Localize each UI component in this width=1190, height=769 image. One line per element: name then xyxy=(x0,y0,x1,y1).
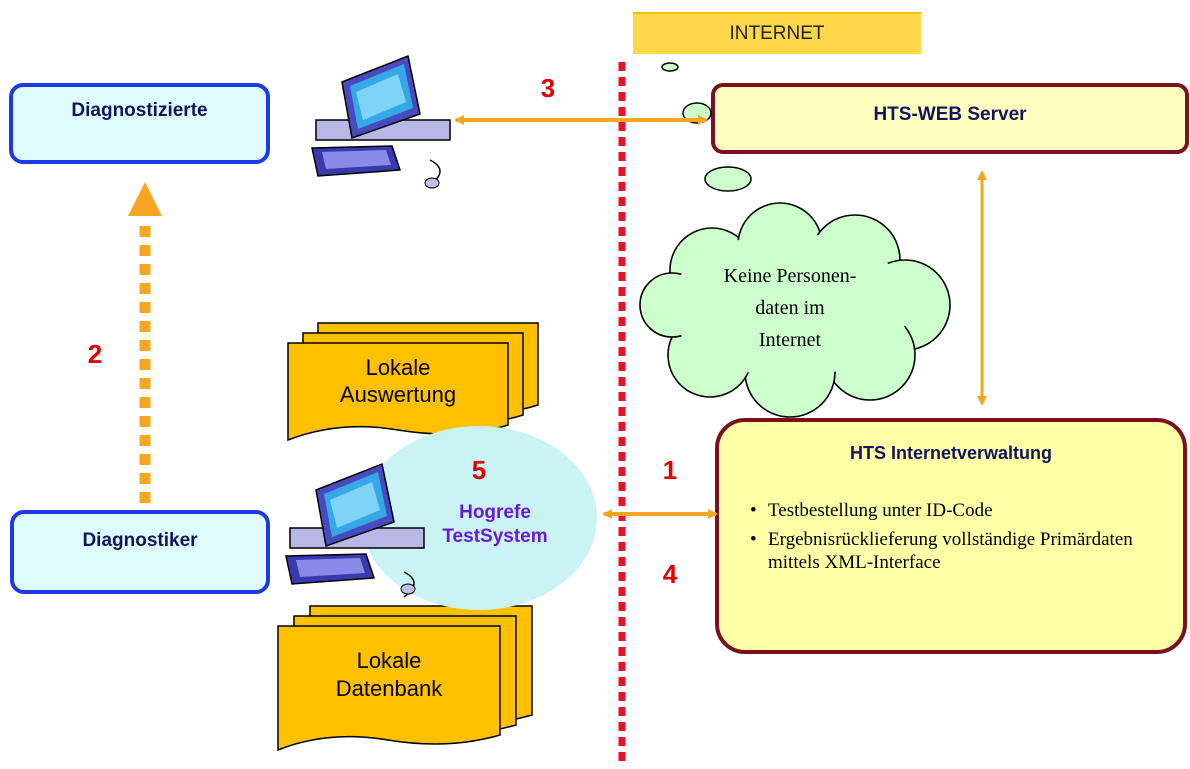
diagnostiker-box xyxy=(10,510,270,594)
thought-bubble-large xyxy=(704,166,752,192)
verwaltung-bullet-item: Testbestellung unter ID-Code xyxy=(740,499,1180,522)
web-server-box xyxy=(711,83,1189,154)
lokale-auswertung-stack xyxy=(287,322,539,442)
hogrefe-ellipse xyxy=(361,426,597,610)
computer-icon xyxy=(311,54,451,189)
diagnostizierte-box xyxy=(9,83,270,164)
lokale-datenbank-stack xyxy=(277,605,533,752)
verwaltung-bullet-list: Testbestellung unter ID-Code Ergebnisrüc… xyxy=(740,499,1180,580)
cloud-inner xyxy=(670,233,910,377)
verwaltung-bullet-item: Ergebnisrücklieferung vollständige Primä… xyxy=(740,528,1180,574)
thought-bubble-small xyxy=(661,62,679,72)
arrow-2-head xyxy=(128,182,162,216)
computer-icon xyxy=(285,462,425,598)
